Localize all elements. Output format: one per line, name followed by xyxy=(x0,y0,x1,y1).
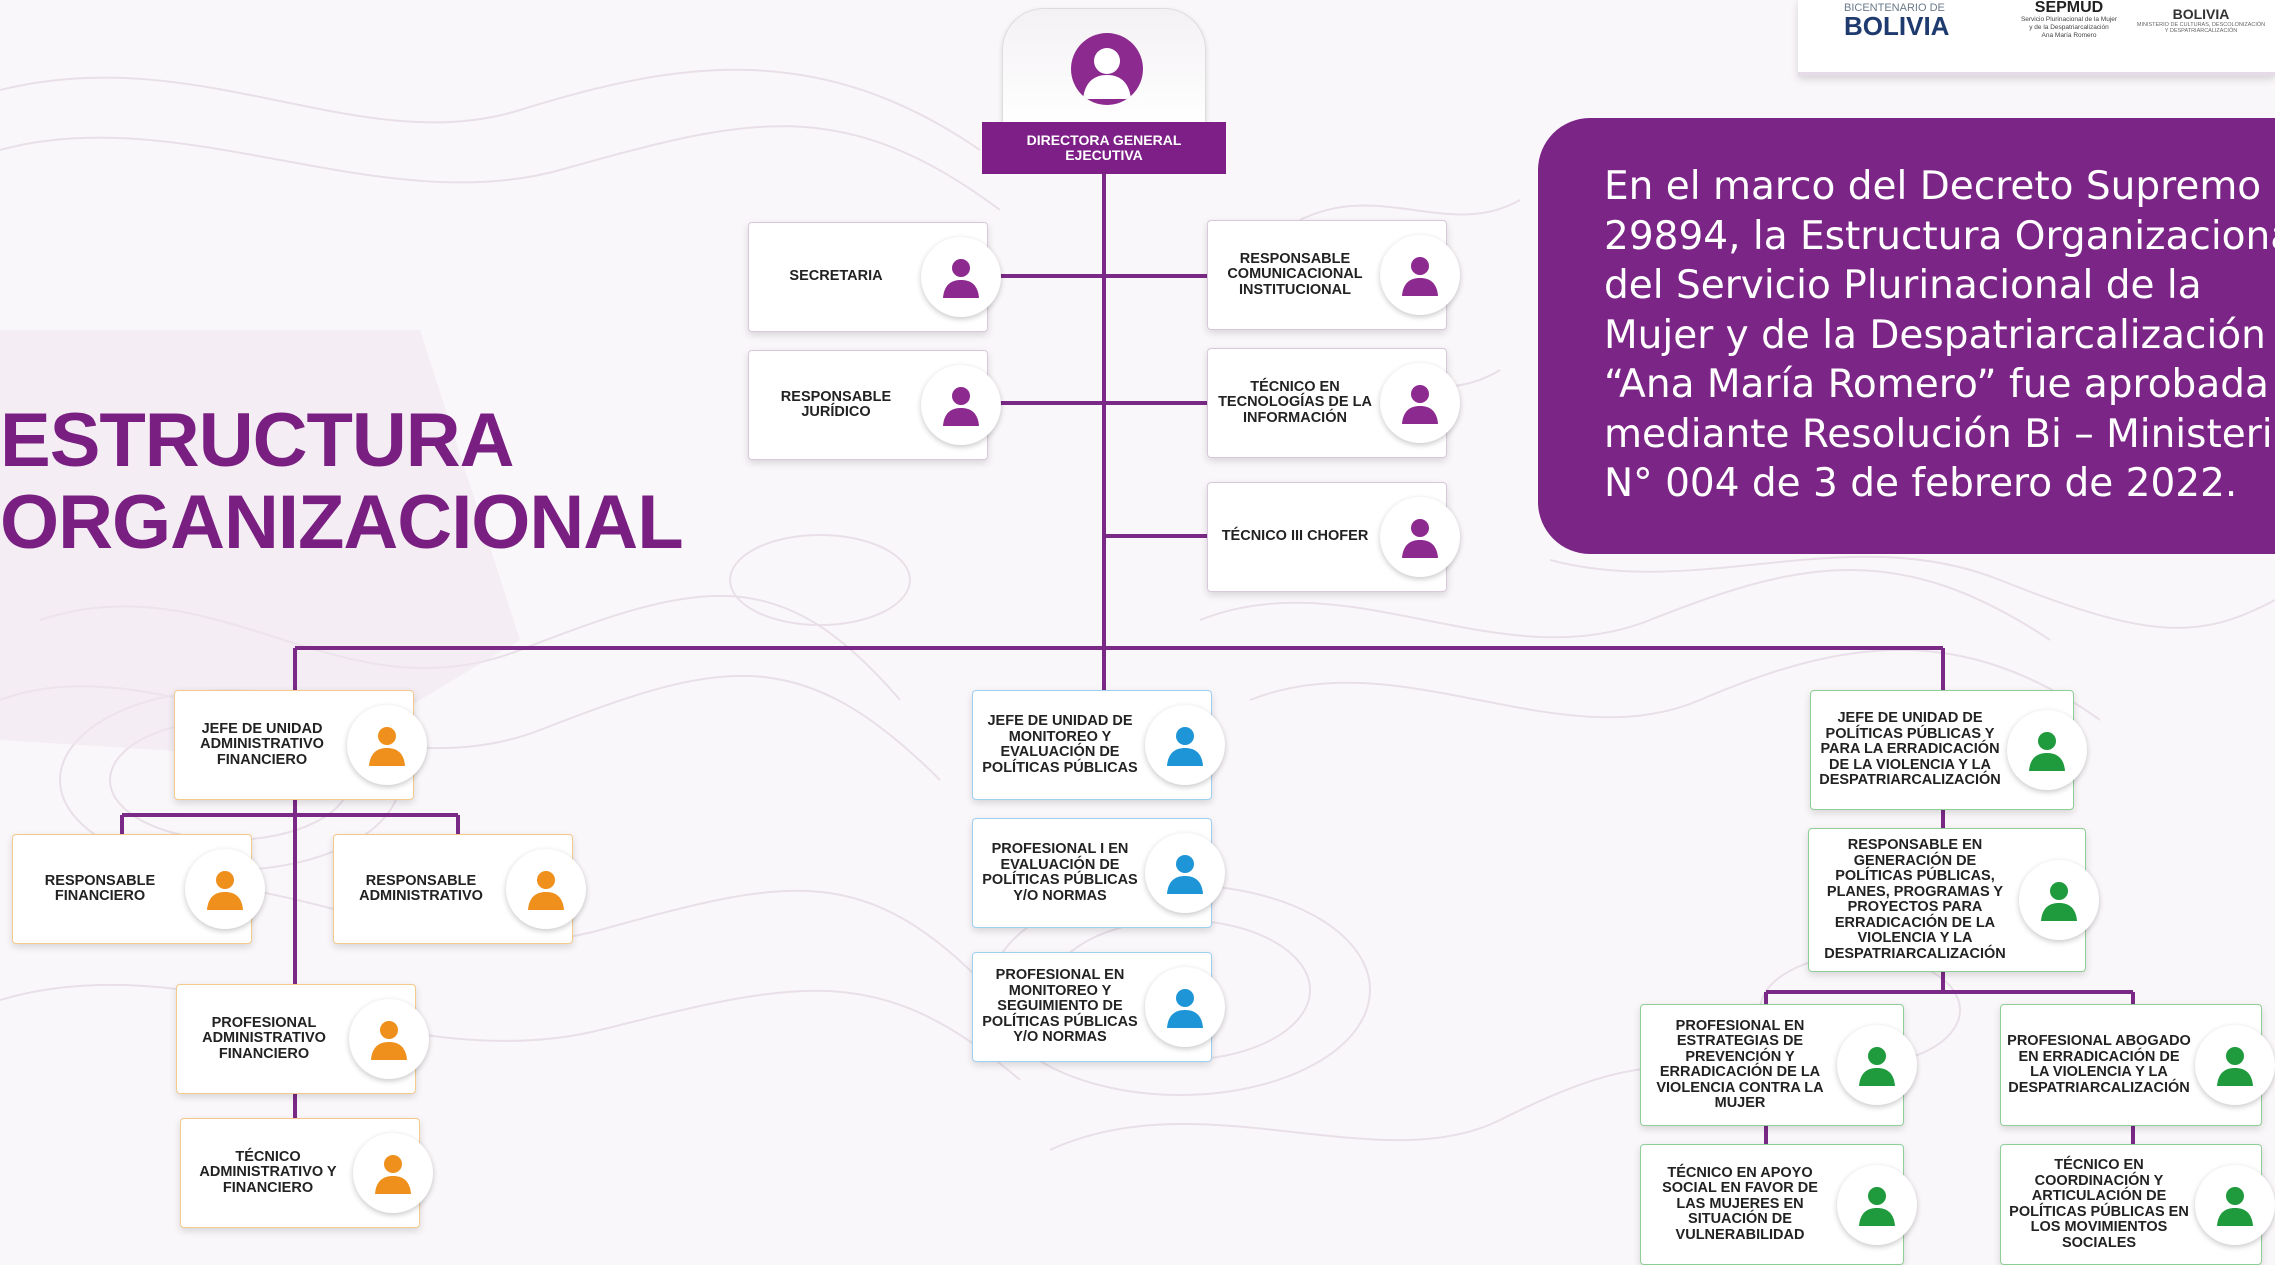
info-line-5: “Ana María Romero” fue aprobada xyxy=(1604,362,2269,407)
bicentenario-logo: BICENTENARIO DE BOLIVIA xyxy=(1844,2,1950,41)
person-icon xyxy=(353,1133,433,1213)
node-jefe-monitoreo: JEFE DE UNIDAD DE MONITOREO Y EVALUACIÓN… xyxy=(972,690,1225,800)
node-prof-estrategias: PROFESIONAL EN ESTRATEGIAS DE PREVENCIÓN… xyxy=(1640,1004,1917,1126)
ministerio-big: BOLIVIA xyxy=(2172,6,2230,22)
director-label: DIRECTORA GENERAL EJECUTIVA xyxy=(982,122,1226,174)
node-tec-coordinacion: TÉCNICO EN COORDINACIÓN Y ARTICULACIÓN D… xyxy=(2000,1144,2275,1265)
node-label: PROFESIONAL ADMINISTRATIVO FINANCIERO xyxy=(202,1014,326,1062)
info-line-3: del Servicio Plurinacional de la xyxy=(1604,263,2202,308)
person-icon xyxy=(1380,363,1460,443)
node-label: JEFE DE UNIDAD DE POLÍTICAS PÚBLICAS Y P… xyxy=(1819,710,2001,789)
person-icon xyxy=(2007,710,2087,790)
info-line-4: Mujer y de la Despatriarcalización xyxy=(1604,312,2266,358)
node-label: JEFE DE UNIDAD ADMINISTRATIVO FINANCIERO xyxy=(200,720,324,768)
node-tecnologias: TÉCNICO EN TECNOLOGÍAS DE LA INFORMACIÓN xyxy=(1207,348,1460,458)
node-tec-admin: TÉCNICO ADMINISTRATIVO Y FINANCIERO xyxy=(180,1118,433,1228)
person-icon xyxy=(347,705,427,785)
person-icon xyxy=(2195,1164,2275,1245)
sepmud-small-1: Servicio Plurinacional de la Mujer xyxy=(2020,16,2118,23)
node-label: TÉCNICO EN TECNOLOGÍAS DE LA INFORMACIÓN xyxy=(1218,378,1372,426)
node-label: RESPONSABLE JURÍDICO xyxy=(780,388,892,420)
person-icon xyxy=(1145,833,1225,913)
node-chofer: TÉCNICO III CHOFER xyxy=(1207,482,1460,592)
person-icon xyxy=(2019,860,2099,940)
person-icon xyxy=(185,849,265,929)
node-prof-seguimiento: PROFESIONAL EN MONITOREO Y SEGUIMIENTO D… xyxy=(972,952,1225,1062)
node-label: RESPONSABLE ADMINISTRATIVO xyxy=(359,872,483,904)
node-comunicacional: RESPONSABLE COMUNICACIONAL INSTITUCIONAL xyxy=(1207,220,1460,330)
node-label: TÉCNICO ADMINISTRATIVO Y FINANCIERO xyxy=(199,1148,337,1196)
director-card xyxy=(1002,8,1206,124)
node-juridico: RESPONSABLE JURÍDICO xyxy=(748,350,1001,460)
page-title: ESTRUCTURA ORGANIZACIONAL xyxy=(0,398,684,565)
ministerio-logo: BOLIVIA MINISTERIO DE CULTURAS, DESCOLON… xyxy=(2136,6,2266,34)
node-label: PROFESIONAL EN ESTRATEGIAS DE PREVENCIÓN… xyxy=(1656,1017,1824,1111)
person-icon xyxy=(2195,1025,2275,1105)
node-prof-admin: PROFESIONAL ADMINISTRATIVO FINANCIERO xyxy=(176,984,429,1094)
person-icon xyxy=(921,237,1001,317)
institution-logos: BICENTENARIO DE BOLIVIA SEPMUD Servicio … xyxy=(1798,0,2275,76)
person-icon xyxy=(1837,1025,1917,1105)
info-line-7: N° 004 de 3 de febrero de 2022. xyxy=(1604,461,2238,506)
title-line-1: ESTRUCTURA xyxy=(0,398,515,483)
person-icon xyxy=(1837,1164,1917,1245)
info-line-2: 29894, la Estructura Organizacional xyxy=(1604,213,2275,259)
node-label: RESPONSABLE FINANCIERO xyxy=(44,872,156,904)
node-label: SECRETARIA xyxy=(789,268,883,285)
person-icon xyxy=(349,999,429,1079)
director-person-icon xyxy=(1071,33,1143,105)
node-label: PROFESIONAL ABOGADO EN ERRADICACIÓN DE L… xyxy=(2007,1033,2191,1096)
person-icon xyxy=(1380,235,1460,315)
node-prof-evaluacion: PROFESIONAL I EN EVALUACIÓN DE POLÍTICAS… xyxy=(972,818,1225,928)
bicentenario-small: BICENTENARIO DE xyxy=(1844,2,1945,14)
decree-info-box: En el marco del Decreto Supremo 29894, l… xyxy=(1538,118,2275,554)
node-label: PROFESIONAL EN MONITOREO Y SEGUIMIENTO D… xyxy=(982,967,1138,1046)
sepmud-big: SEPMUD xyxy=(2034,0,2104,16)
sepmud-small-2: y de la Despatriarcalización xyxy=(2029,24,2109,31)
person-icon xyxy=(1145,967,1225,1047)
sepmud-logo: SEPMUD Servicio Plurinacional de la Muje… xyxy=(1994,0,2144,40)
node-label: RESPONSABLE COMUNICACIONAL INSTITUCIONAL xyxy=(1227,250,1363,298)
node-label: JEFE DE UNIDAD DE MONITOREO Y EVALUACIÓN… xyxy=(982,713,1138,776)
node-label: TÉCNICO EN COORDINACIÓN Y ARTICULACIÓN D… xyxy=(2009,1157,2189,1251)
node-resp-generacion: RESPONSABLE EN GENERACIÓN DE POLÍTICAS P… xyxy=(1808,828,2099,972)
node-secretaria: SECRETARIA xyxy=(748,222,1001,332)
node-label: PROFESIONAL I EN EVALUACIÓN DE POLÍTICAS… xyxy=(982,841,1138,904)
node-jefe-admin: JEFE DE UNIDAD ADMINISTRATIVO FINANCIERO xyxy=(174,690,427,800)
person-icon xyxy=(1145,705,1225,785)
ministerio-small: MINISTERIO DE CULTURAS, DESCOLONIZACIÓN … xyxy=(2136,22,2266,34)
person-icon xyxy=(1380,497,1460,577)
node-label: TÉCNICO EN APOYO SOCIAL EN FAVOR DE LAS … xyxy=(1662,1164,1818,1243)
node-jefe-politicas: JEFE DE UNIDAD DE POLÍTICAS PÚBLICAS Y P… xyxy=(1810,690,2087,810)
node-label: RESPONSABLE EN GENERACIÓN DE POLÍTICAS P… xyxy=(1824,837,2006,962)
bicentenario-big: BOLIVIA xyxy=(1844,11,1950,41)
person-icon xyxy=(506,849,586,929)
sepmud-small-3: Ana María Romero xyxy=(2041,32,2097,39)
info-line-6: mediante Resolución Bi – Ministerial xyxy=(1604,411,2275,457)
node-prof-abogado: PROFESIONAL ABOGADO EN ERRADICACIÓN DE L… xyxy=(2000,1004,2275,1126)
title-line-2: ORGANIZACIONAL xyxy=(0,480,684,565)
person-icon xyxy=(921,365,1001,445)
node-resp-administrativo: RESPONSABLE ADMINISTRATIVO xyxy=(333,834,586,944)
info-line-1: En el marco del Decreto Supremo xyxy=(1604,164,2262,209)
node-tec-apoyo: TÉCNICO EN APOYO SOCIAL EN FAVOR DE LAS … xyxy=(1640,1144,1917,1265)
node-resp-financiero: RESPONSABLE FINANCIERO xyxy=(12,834,265,944)
node-label: TÉCNICO III CHOFER xyxy=(1221,528,1369,545)
